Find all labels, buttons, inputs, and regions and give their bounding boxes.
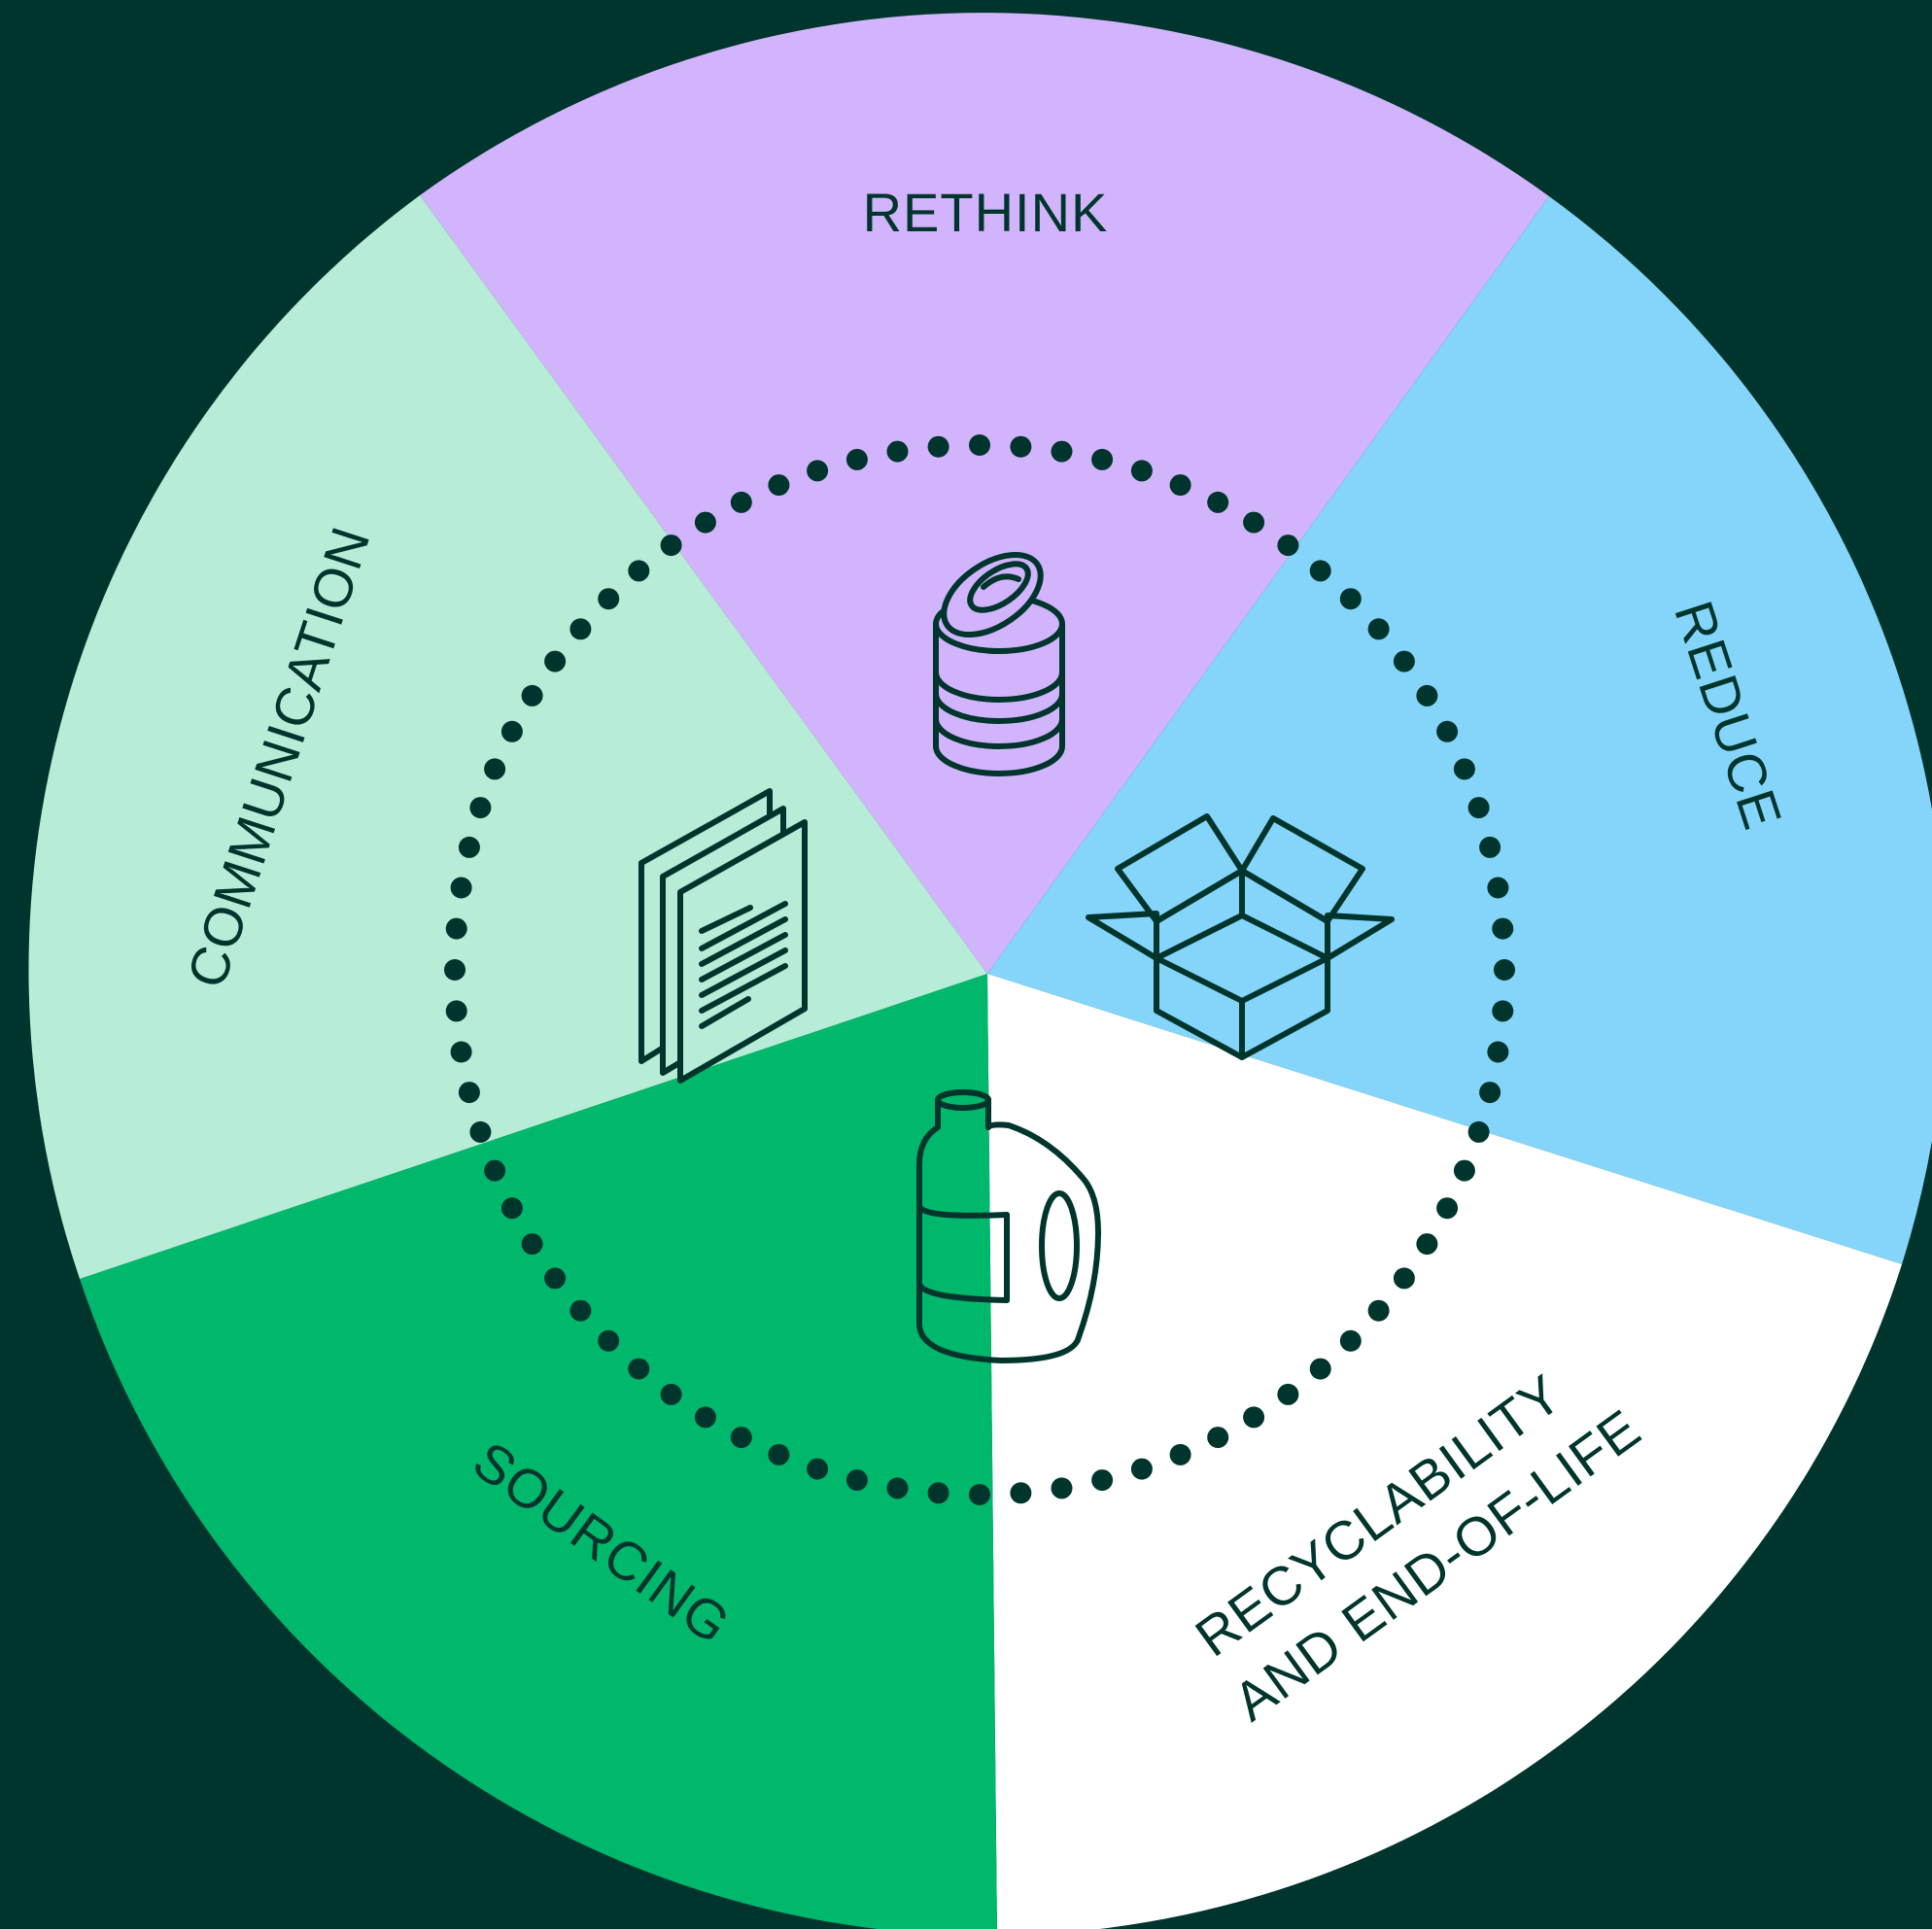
ring-dot [694,511,716,534]
ring-dot [1339,1329,1362,1352]
ring-dot [1393,1267,1415,1290]
ring-dot [694,1406,716,1429]
ring-dot [484,758,506,780]
ring-dot [1091,1469,1114,1492]
ring-dot [1492,917,1514,940]
ring-dot [544,1267,567,1290]
segment-sourcing [80,974,997,1929]
ring-dot [1309,1358,1331,1380]
ring-dot [1130,460,1153,482]
ring-dot [544,650,567,672]
ring-dot [521,1233,543,1256]
ring-dot [445,917,467,940]
ring-dot [1339,588,1362,610]
ring-dot [660,1383,682,1405]
ring-dot [1467,1120,1490,1143]
ring-dot [886,440,909,463]
ring-dot [768,1443,790,1465]
ring-dot [450,877,472,899]
wheel-segments [28,13,1932,1929]
ring-dot [1492,1000,1514,1022]
ring-dot [1494,959,1515,981]
ring-dot [886,1477,909,1499]
ring-dot [445,1000,467,1022]
ring-dot [1416,684,1438,706]
segment-recyclability [987,974,1902,1929]
ring-dot [969,1484,990,1505]
ring-dot [1453,758,1475,780]
documents-icon [638,788,808,1084]
ring-dot [569,1299,592,1322]
ring-dot [1393,650,1415,672]
ring-dot [1309,560,1331,582]
ring-dot [598,588,620,610]
ring-dot [1367,618,1390,640]
ring-dot [484,1159,506,1182]
ring-dot [628,1358,650,1380]
segment-rethink [420,13,1549,974]
ring-dot [1207,1427,1229,1449]
ring-dot [730,491,752,513]
ring-dot [458,1082,480,1104]
ring-dot [1467,797,1490,819]
ring-dot [1277,1383,1299,1405]
ring-dot [1243,511,1265,534]
label-rethink: RETHINK [863,182,1109,243]
ring-dot [521,684,543,706]
ring-dot [450,1041,472,1063]
ring-dot [1367,1299,1390,1322]
ring-dot [1479,836,1501,858]
food-can-icon [933,551,1065,776]
ring-dot [845,1469,868,1492]
ring-dot [500,1197,523,1220]
ring-dot [807,460,829,482]
ring-dot [969,434,990,456]
ring-dot [1453,1159,1475,1182]
ring-dot [1436,1197,1459,1220]
ring-dot [1051,1477,1073,1499]
ring-dot [444,959,466,981]
open-box-icon [1086,813,1395,1060]
ring-dot [1487,1041,1509,1063]
ring-dot [1169,474,1191,497]
ring-dot [1207,491,1229,513]
ring-dot [1243,1406,1265,1429]
ring-dot [469,797,492,819]
ring-dot [1010,1482,1032,1504]
dotted-ring [444,434,1515,1505]
ring-dot [807,1458,829,1480]
ring-dot [1436,720,1459,742]
ring-dot [927,1482,949,1504]
ring-dot [1277,534,1299,557]
ring-dot [1479,1082,1501,1104]
ring-dot [628,560,650,582]
segment-reduce [987,196,1932,1264]
ring-dot [1487,877,1509,899]
ring-dot [500,720,523,742]
ring-dot [458,836,480,858]
detergent-bottle-icon [916,1089,1101,1363]
ring-dot [845,448,868,470]
ring-dot [1130,1458,1153,1480]
ring-dot [768,474,790,497]
ring-dot [927,435,949,458]
ring-dot [1416,1233,1438,1256]
ring-dot [1010,435,1032,458]
ring-dot [569,618,592,640]
ring-dot [469,1120,492,1143]
ring-dot [1091,448,1114,470]
ring-dot [660,534,682,557]
ring-dot [598,1329,620,1352]
ring-dot [1169,1443,1191,1465]
ring-dot [730,1427,752,1449]
ring-dot [1051,440,1073,463]
